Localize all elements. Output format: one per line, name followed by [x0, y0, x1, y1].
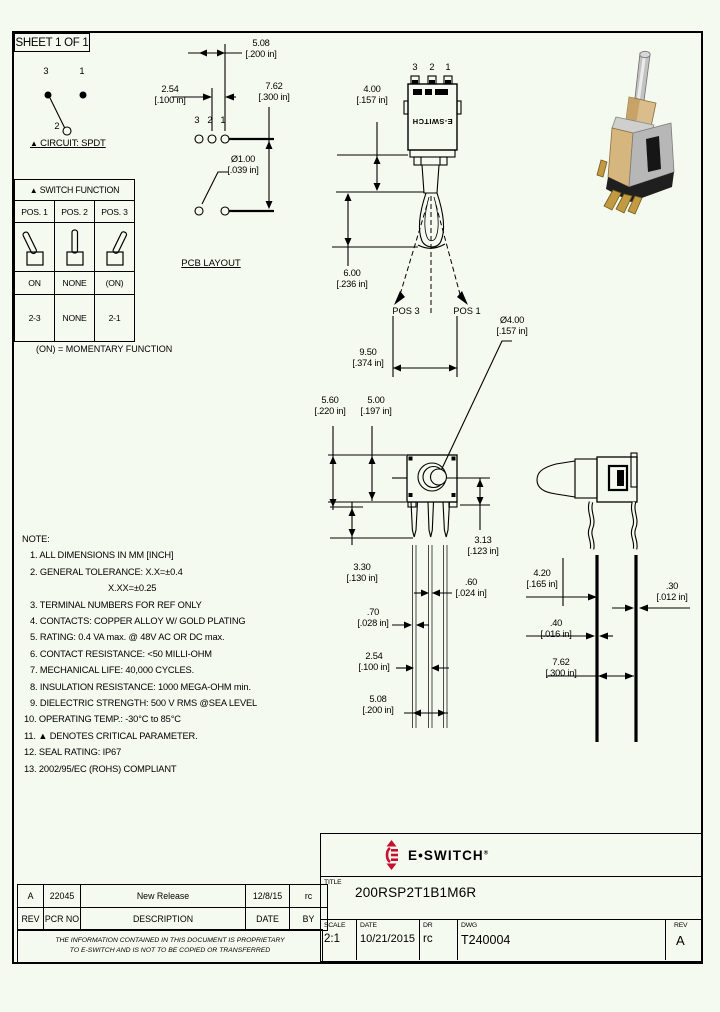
- note-item: 4. CONTACTS: COPPER ALLOY W/ GOLD PLATIN…: [30, 616, 246, 627]
- pcb-pin1-label: 1: [220, 115, 226, 125]
- drawn-by-cell: DR rc: [420, 920, 458, 960]
- part-number: 200RSP2T1B1M6R: [355, 885, 477, 900]
- description-value: New Release: [80, 884, 246, 908]
- circuit-pin3-label: 3: [43, 66, 49, 76]
- circuit-pin1-label: 1: [79, 66, 85, 76]
- dimension-label: 4.00[.157 in]: [356, 84, 388, 105]
- sheet-border: [12, 31, 703, 964]
- dimension-label: 3.13[.123 in]: [467, 535, 499, 556]
- info-row: SCALE 2:1 DATE 10/21/2015 DR rc DWG T240…: [321, 920, 702, 960]
- pos1-action: ON: [14, 271, 55, 295]
- pcb-pin2-label: 2: [207, 115, 213, 125]
- note-item: 11. ▲ DENOTES CRITICAL PARAMETER.: [24, 730, 198, 741]
- scale-value: 2:1: [324, 933, 340, 945]
- dimension-label: .30[.012 in]: [656, 581, 688, 602]
- note-item: 10. OPERATING TEMP.: -30°C to 85°C: [24, 714, 181, 725]
- rev-value: A: [676, 933, 685, 948]
- function-table-title: ▲ SWITCH FUNCTION: [14, 179, 135, 201]
- notes-block: NOTE: 1. ALL DIMENSIONS IN MM [INCH] 2. …: [22, 531, 257, 777]
- note-item: 3. TERMINAL NUMBERS FOR REF ONLY: [30, 599, 202, 610]
- dimension-label: 3.30[.130 in]: [346, 562, 378, 583]
- note-item: 6. CONTACT RESISTANCE: <50 MILLI-OHM: [30, 648, 212, 659]
- dimension-label: .70[.028 in]: [357, 607, 389, 628]
- proprietary-disclaimer: THE INFORMATION CONTAINED IN THIS DOCUME…: [17, 929, 323, 964]
- note-item: 8. INSULATION RESISTANCE: 1000 MEGA-OHM …: [30, 681, 251, 692]
- rev-header: REV: [17, 907, 44, 931]
- circuit-type-label: ▲ CIRCUIT: SPDT: [30, 138, 106, 149]
- note-item: 9. DIELECTRIC STRENGTH: 500 V RMS @SEA L…: [30, 698, 258, 709]
- note-item: 13. 2002/95/EC (ROHS) COMPLIANT: [24, 763, 177, 774]
- rev-cell: REV A: [674, 922, 688, 948]
- front-pin2-label: 2: [429, 62, 435, 72]
- critical-parameter-icon: ▲: [29, 186, 38, 195]
- pcb-layout-label: PCB LAYOUT: [181, 258, 241, 269]
- pos2-header: POS. 2: [54, 200, 95, 223]
- pos3-action: (ON): [94, 271, 135, 295]
- dimension-label: 6.00[.236 in]: [336, 268, 368, 289]
- pcr-value: 22045: [43, 884, 81, 908]
- pos1-callout: POS 1: [453, 306, 481, 316]
- dwg-number: T240004: [461, 933, 511, 947]
- critical-parameter-icon: ▲: [30, 139, 38, 148]
- dwg-cell: DWG T240004: [458, 920, 666, 960]
- date-header: DATE: [245, 907, 290, 931]
- eswitch-logo-icon: [385, 840, 398, 870]
- notes-heading: NOTE:: [22, 534, 50, 544]
- pos2-terminals: NONE: [54, 294, 95, 342]
- rev-value: A: [17, 884, 44, 908]
- pos3-terminals: 2-1: [94, 294, 135, 342]
- note-item: 7. MECHANICAL LIFE: 40,000 CYCLES.: [30, 665, 195, 676]
- front-pin1-label: 1: [445, 62, 451, 72]
- momentary-note: (ON) = MOMENTARY FUNCTION: [36, 344, 173, 354]
- pos1-header: POS. 1: [14, 200, 55, 223]
- brand-name: E•SWITCH®: [408, 847, 490, 863]
- dimension-label: 5.60[.220 in]: [314, 395, 346, 416]
- revision-table: A 22045 New Release 12/8/15 rc REV PCR N…: [17, 884, 328, 931]
- pcr-header: PCR NO: [43, 907, 81, 931]
- dimension-label: 2.54[.100 in]: [358, 651, 390, 672]
- brand-row: E•SWITCH®: [321, 834, 702, 877]
- pcb-pin3-label: 3: [194, 115, 200, 125]
- note-item: X.XX=±0.25: [108, 583, 157, 594]
- toggle-right-icon: [94, 222, 135, 272]
- title-label: TITLE: [324, 879, 342, 886]
- pos3-callout: POS 3: [392, 306, 420, 316]
- dimension-label: .60[.024 in]: [455, 577, 487, 598]
- toggle-left-icon: [14, 222, 55, 272]
- dimension-label: 9.50[.374 in]: [352, 347, 384, 368]
- note-item: 2. GENERAL TOLERANCE: X.X=±0.4: [30, 566, 183, 577]
- note-item: 12. SEAL RATING: IP67: [24, 747, 122, 758]
- circuit-pin2-label: 2: [54, 121, 60, 131]
- scale-cell: SCALE 2:1: [321, 920, 357, 960]
- dimension-label: 5.08[.200 in]: [362, 694, 394, 715]
- dimension-label: 7.62[.300 in]: [258, 81, 290, 102]
- dimension-label: 2.54[.100 in]: [154, 84, 186, 105]
- pos3-header: POS. 3: [94, 200, 135, 223]
- title-block: E•SWITCH® TITLE 200RSP2T1B1M6R SCALE 2:1…: [320, 833, 703, 962]
- note-item: 1. ALL DIMENSIONS IN MM [INCH]: [30, 550, 174, 561]
- note-item: 5. RATING: 0.4 VA max. @ 48V AC OR DC ma…: [30, 632, 225, 643]
- dimension-label: Ø1.00[.039 in]: [227, 154, 259, 175]
- front-pin3-label: 3: [412, 62, 418, 72]
- drawn-by-value: rc: [423, 933, 433, 945]
- pos1-terminals: 2-3: [14, 294, 55, 342]
- toggle-center-icon: [54, 222, 95, 272]
- dimension-label: 5.08[.200 in]: [245, 38, 277, 59]
- date-value: 10/21/2015: [360, 933, 416, 945]
- dimension-label: 4.20[.165 in]: [526, 568, 558, 589]
- revision-header-row: REV PCR NO DESCRIPTION DATE BY: [17, 907, 328, 931]
- switch-body-brand-text: E-SWITCH: [412, 117, 453, 126]
- description-header: DESCRIPTION: [80, 907, 246, 931]
- dimension-label: .40[.016 in]: [540, 618, 572, 639]
- dimension-label: Ø4.00[.157 in]: [496, 315, 528, 336]
- date-cell: DATE 10/21/2015: [357, 920, 420, 960]
- revision-row: A 22045 New Release 12/8/15 rc: [17, 884, 328, 908]
- switch-function-table: ▲ SWITCH FUNCTION POS. 1 POS. 2 POS. 3: [14, 179, 135, 342]
- pos2-action: NONE: [54, 271, 95, 295]
- sheet-number-box: SHEET 1 OF 1: [14, 33, 90, 52]
- date-value: 12/8/15: [245, 884, 290, 908]
- dimension-label: 7.62[.300 in]: [545, 657, 577, 678]
- dimension-label: 5.00[.197 in]: [360, 395, 392, 416]
- title-row: TITLE 200RSP2T1B1M6R: [321, 877, 702, 920]
